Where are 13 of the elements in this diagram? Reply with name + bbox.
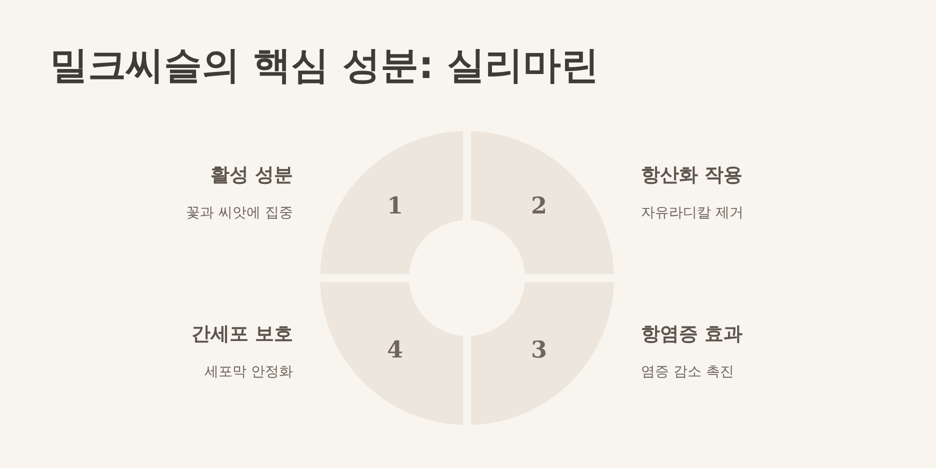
title: 밀크씨슬의 핵심 성분: 실리마린 — [50, 42, 599, 89]
item-description: 세포막 안정화 — [204, 363, 293, 381]
item-description: 꽃과 씨앗에 집중 — [186, 204, 293, 222]
item-heading: 항산화 작용 — [641, 163, 743, 188]
item-heading: 항염증 효과 — [641, 322, 743, 347]
item-heading: 간세포 보호 — [191, 322, 293, 347]
item-heading: 활성 성분 — [210, 163, 293, 188]
segment-number: 1 — [387, 192, 403, 220]
item-description: 자유라디칼 제거 — [641, 204, 744, 222]
segment-number: 2 — [531, 192, 547, 220]
segment-number: 3 — [531, 336, 547, 364]
segment-number: 4 — [387, 336, 403, 364]
item-description: 염증 감소 촉진 — [641, 363, 734, 381]
